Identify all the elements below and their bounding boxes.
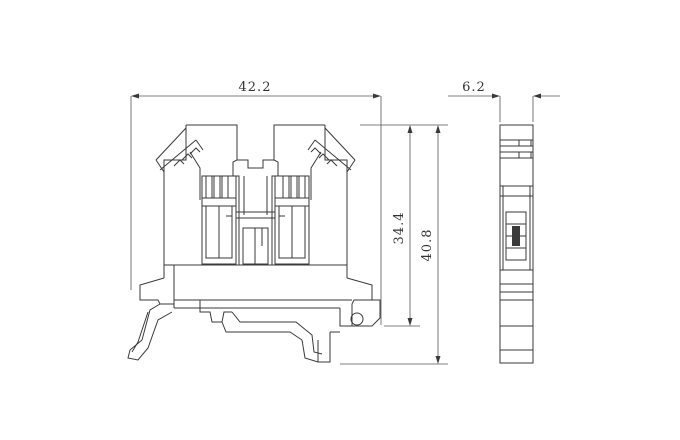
- dimension-height-40-8: 40.8: [340, 124, 448, 365]
- dimension-width-42-2: 42.2: [130, 80, 382, 325]
- base-housing: [139, 264, 373, 309]
- left-clamp-tower: [155, 124, 240, 278]
- side-view: [499, 124, 534, 364]
- dimension-label-width: 42.2: [239, 80, 272, 95]
- current-bar: [235, 211, 276, 265]
- dimension-label-side-width: 6.2: [462, 80, 486, 95]
- right-screw-clamp: [274, 175, 310, 265]
- front-view: [127, 124, 381, 363]
- dimension-side-width-6-2: 6.2: [448, 80, 560, 122]
- din-rail-foot: [127, 299, 381, 363]
- dimension-label-inner-height: 34.4: [392, 212, 407, 245]
- dimension-label-total-height: 40.8: [420, 229, 435, 262]
- right-clamp-tower: [271, 124, 356, 278]
- dimension-height-34-4: 34.4: [360, 124, 420, 327]
- centre-notch: [237, 159, 274, 215]
- left-screw-clamp: [201, 175, 237, 265]
